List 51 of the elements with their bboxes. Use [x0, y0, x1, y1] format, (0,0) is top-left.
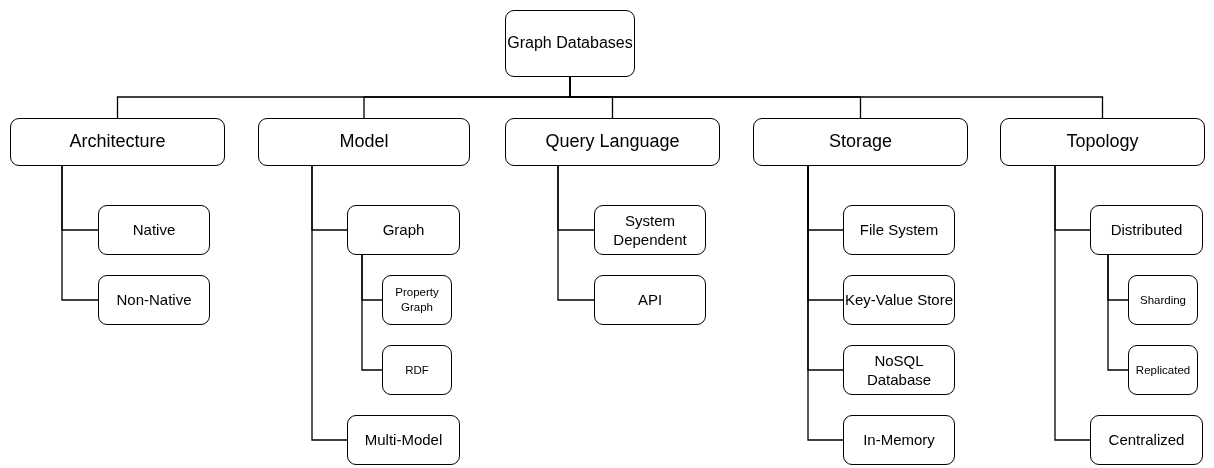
connector-line — [1054, 165, 1091, 441]
category-box — [382, 345, 452, 395]
category-box — [98, 205, 210, 255]
node-label: Native — [132, 220, 176, 240]
node-label: API — [637, 290, 663, 310]
category-box — [505, 118, 720, 166]
category-box — [1090, 415, 1203, 465]
category-box — [1128, 275, 1198, 325]
node-label: In-Memory — [863, 430, 935, 450]
category-box — [1090, 205, 1203, 255]
node-label: Centralized — [1108, 430, 1185, 450]
node-label: Distributed — [1110, 220, 1183, 240]
category-box — [98, 275, 210, 325]
connector-line — [311, 165, 348, 441]
category-box — [843, 205, 955, 255]
node-label: Query Language — [545, 130, 680, 154]
node-label: Topology — [1066, 130, 1139, 154]
node-label: Sharding — [1139, 292, 1186, 308]
category-box — [347, 205, 460, 255]
connector-line — [361, 254, 383, 371]
category-box — [505, 10, 635, 77]
node-label: Architecture — [69, 130, 166, 154]
node-label: Non-Native — [116, 290, 192, 310]
category-box — [753, 118, 968, 166]
connector-line — [1107, 254, 1129, 371]
category-box — [843, 345, 955, 395]
node-label: Graph Databases — [507, 33, 633, 54]
node-label: Model — [339, 130, 389, 154]
category-box — [258, 118, 470, 166]
node-label: Replicated — [1135, 362, 1191, 378]
category-box — [1128, 345, 1198, 395]
category-box — [347, 415, 460, 465]
node-label: System Dependent — [612, 210, 688, 250]
node-label: Property Graph — [394, 285, 440, 315]
category-box — [594, 275, 706, 325]
category-box — [594, 205, 706, 255]
node-label: NoSQL Database — [865, 350, 933, 390]
node-label: Graph — [382, 220, 425, 240]
node-label: RDF — [405, 362, 429, 378]
category-box — [382, 275, 452, 325]
node-label: File System — [859, 220, 939, 240]
node-label: Key-Value Store — [844, 290, 954, 310]
connector-line — [61, 165, 99, 301]
connector-line — [807, 165, 844, 441]
category-box — [843, 275, 955, 325]
category-box — [10, 118, 225, 166]
connector-line — [557, 165, 595, 301]
node-label: Storage — [828, 130, 892, 154]
node-label: Multi-Model — [364, 430, 443, 450]
category-box — [843, 415, 955, 465]
category-box — [1000, 118, 1205, 166]
